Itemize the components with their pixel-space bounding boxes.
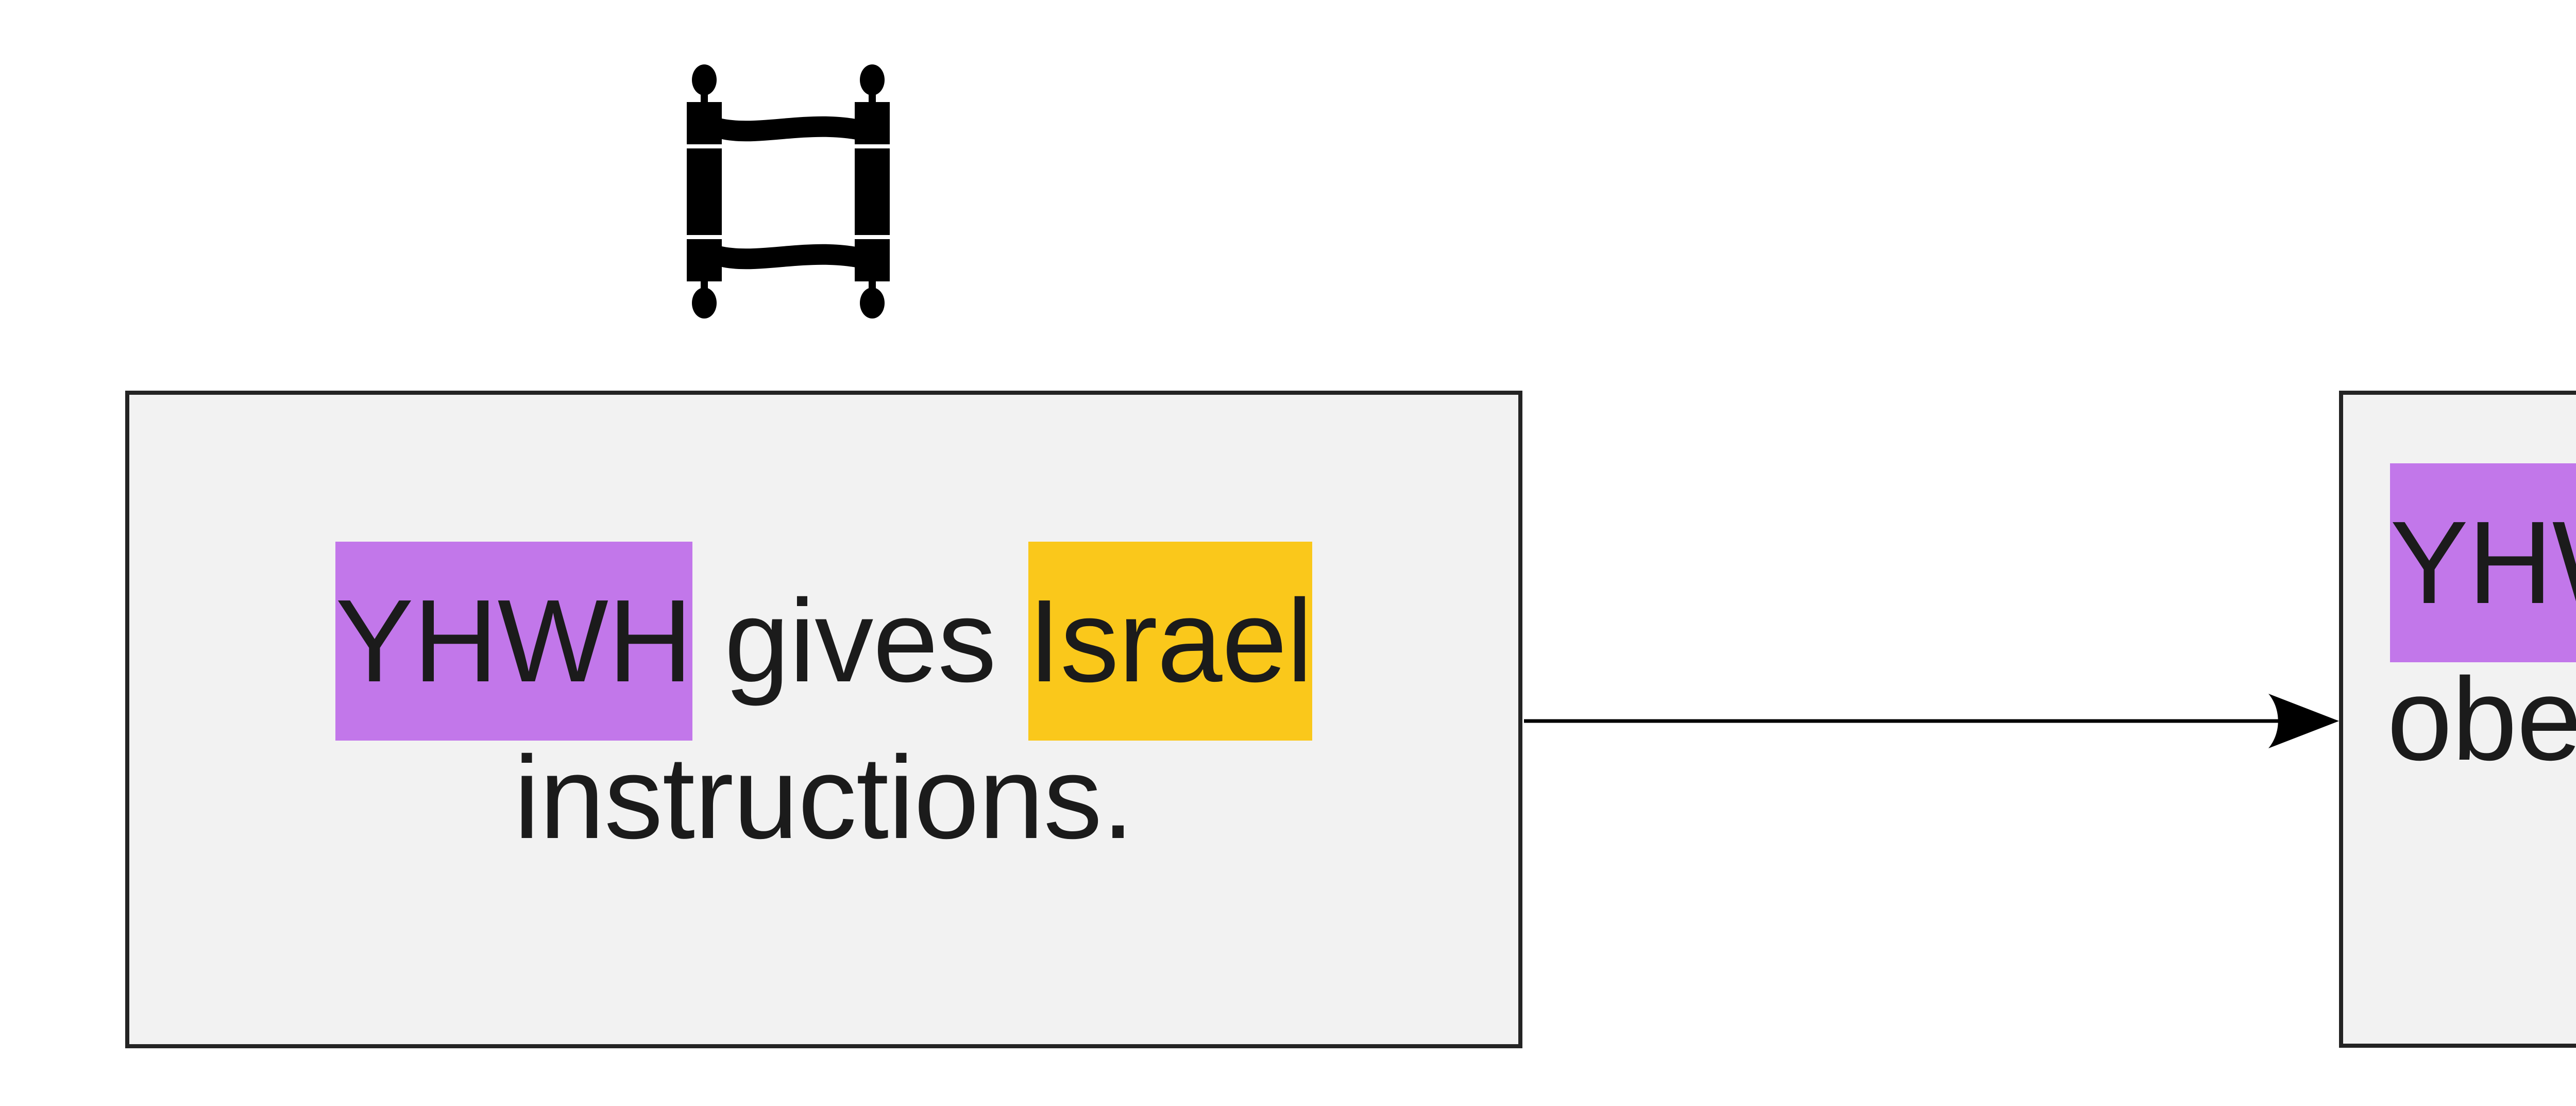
text-segment: promises to bless obedience and dwell wi… [2387,653,2576,785]
edge-arrowhead [2268,694,2339,748]
text-segment: instructions. [514,576,1345,863]
node-box-right[interactable]: YHWH promises to bless obedience and dwe… [2339,391,2576,1048]
edge-arrow-glyph [1524,694,2339,748]
node-box-left[interactable]: YHWH gives Israel instructions. [125,391,1522,1048]
node-left-text: YHWH gives Israel instructions. [129,542,1518,876]
scroll-icon [672,62,904,320]
highlight-purple: YHWH [2390,463,2576,662]
edge-arrow-left-to-right [1494,660,2370,783]
scroll-icon-glyph [687,64,890,319]
text-segment: gives [692,576,1028,707]
node-right-text: YHWH promises to bless obedience and dwe… [2343,463,2576,954]
highlight-yellow: Israel [1028,542,1313,741]
highlight-purple: YHWH [335,542,693,741]
